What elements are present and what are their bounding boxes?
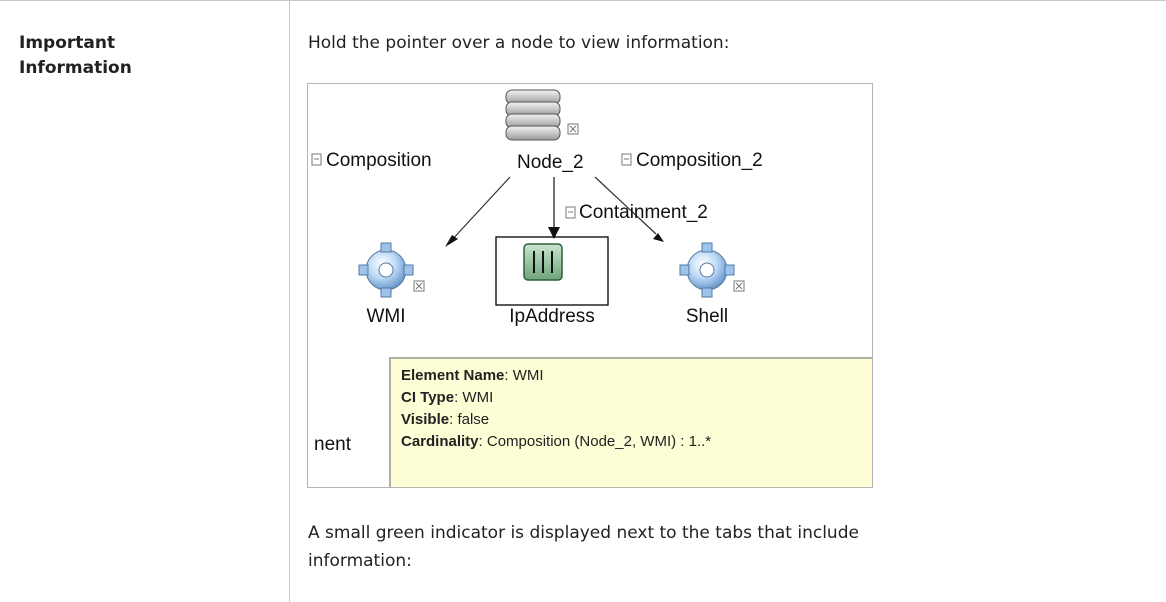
truncated-label: nent <box>314 434 351 455</box>
tooltip-value: WMI <box>512 367 544 384</box>
tooltip-colon: : <box>504 367 513 384</box>
intro-text: Hold the pointer over a node to view inf… <box>308 33 730 53</box>
topology-diagram: Composition Node_2 Composition_2 Contain… <box>311 89 763 327</box>
composition-marker-icon <box>311 153 322 166</box>
topology-screenshot: Composition Node_2 Composition_2 Contain… <box>307 83 873 488</box>
arrowhead-center <box>548 227 560 239</box>
wmi-gear-icon <box>358 242 414 298</box>
edge-composition-2 <box>594 176 657 235</box>
shell-gear-icon <box>679 242 735 298</box>
tooltip-colon: : <box>449 411 458 428</box>
tooltip-key: Cardinality <box>401 433 479 450</box>
tooltip-value: Composition (Node_2, WMI) : 1..* <box>486 433 712 450</box>
tooltip-key: CI Type <box>401 389 455 406</box>
edge-composition <box>449 176 511 243</box>
tooltip-cardinality: Cardinality: Composition (Node_2, WMI) :… <box>401 431 872 453</box>
edge-label-containment-2: Containment_2 <box>579 202 708 223</box>
collapse-icon <box>567 123 579 135</box>
tooltip-colon: : <box>454 389 463 406</box>
database-icon <box>505 89 561 141</box>
tooltip-key: Element Name <box>401 367 505 384</box>
tooltip-ci-type: CI Type: WMI <box>401 387 872 409</box>
tooltip-colon: : <box>478 433 487 450</box>
edge-label-composition-2: Composition_2 <box>636 150 763 171</box>
tooltip-key: Visible <box>401 411 450 428</box>
node-tooltip: Element Name: WMI CI Type: WMI Visible: … <box>389 357 872 487</box>
tooltip-element-name: Element Name: WMI <box>401 365 872 387</box>
arrowhead-right <box>653 233 664 242</box>
node-label-wmi: WMI <box>366 306 405 327</box>
column-divider <box>289 1 290 602</box>
row-label: Important Information <box>19 31 269 81</box>
indicator-description: A small green indicator is displayed nex… <box>308 523 859 571</box>
row-label-line-1: Important <box>19 33 116 53</box>
ip-address-icon <box>523 243 563 281</box>
tooltip-value: WMI <box>462 389 494 406</box>
tooltip-value: false <box>457 411 490 428</box>
selection-box <box>495 236 609 306</box>
tooltip-visible: Visible: false <box>401 409 872 431</box>
containment-2-marker-icon <box>565 206 576 219</box>
shell-collapse-icon <box>733 280 745 292</box>
row-label-line-2: Information <box>19 58 132 78</box>
node-label-ipaddress: IpAddress <box>509 306 595 327</box>
arrowhead-left <box>445 235 458 247</box>
wmi-collapse-icon <box>413 280 425 292</box>
composition-2-marker-icon <box>621 153 632 166</box>
node-label-shell: Shell <box>686 306 728 327</box>
edge-label-composition: Composition <box>326 150 432 171</box>
node-label-node2: Node_2 <box>517 152 584 173</box>
